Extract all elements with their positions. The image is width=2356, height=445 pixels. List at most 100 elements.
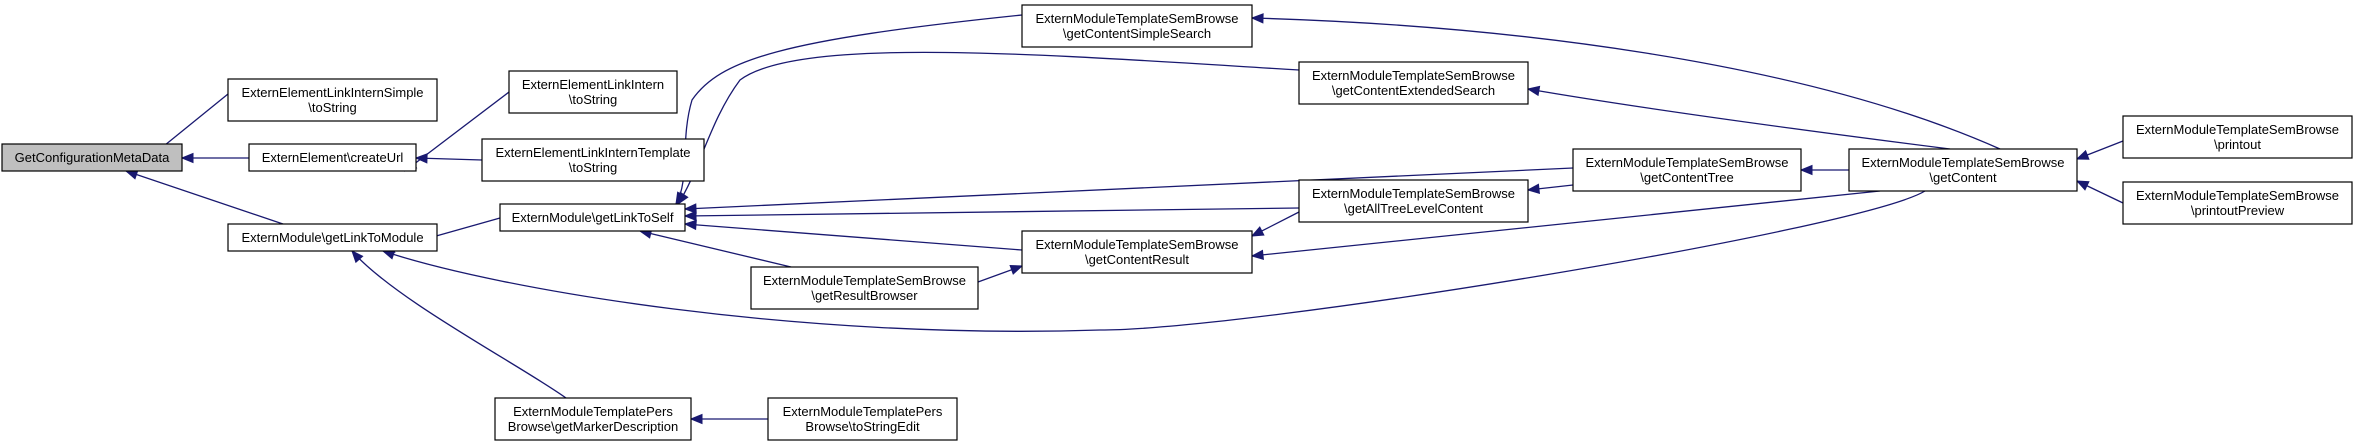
graph-node-n15[interactable]: ExternModuleTemplateSemBrowse\getContent (1848, 148, 2078, 192)
arrowhead (683, 203, 697, 214)
node-label: ExternModuleTemplateSemBrowse (1312, 68, 1515, 83)
edge-n2-to-n0 (180, 152, 249, 164)
arrowhead (1250, 249, 1264, 261)
node-label: ExternModuleTemplateSemBrowse (1312, 186, 1515, 201)
node-box[interactable] (1021, 230, 1253, 274)
node-box[interactable] (2122, 115, 2353, 159)
nodes-layer: GetConfigurationMetaData ExternElementLin… (1, 4, 2353, 441)
node-label: GetConfigurationMetaData (15, 150, 170, 165)
node-label: \getContentSimpleSearch (1063, 26, 1211, 41)
graph-node-n4[interactable]: ExternElementLinkIntern\toString (508, 70, 678, 114)
node-label: ExternModule\getLinkToModule (241, 230, 423, 245)
node-label: \toString (569, 160, 617, 175)
arrowhead (2075, 180, 2090, 191)
node-box[interactable] (494, 397, 692, 441)
graph-node-n16[interactable]: ExternModuleTemplateSemBrowse\printout (2122, 115, 2353, 159)
node-box[interactable] (499, 203, 686, 232)
arrowhead (414, 153, 428, 164)
arrowhead (1526, 183, 1541, 194)
edge-n11-to-n6 (683, 207, 1300, 222)
node-box[interactable] (481, 138, 705, 182)
arrowhead (677, 191, 689, 206)
node-box[interactable] (227, 78, 438, 122)
edge-n3-to-n0 (124, 169, 284, 225)
graph-node-n14[interactable]: ExternModuleTemplateSemBrowse\getContent… (1572, 148, 1802, 192)
edge-n13-to-n6 (638, 228, 792, 268)
arrowhead (1009, 265, 1024, 275)
node-label: ExternModuleTemplateSemBrowse (1035, 11, 1238, 26)
graph-node-n13[interactable]: ExternModuleTemplateSemBrowse\getResultB… (750, 266, 979, 310)
node-box[interactable] (750, 266, 979, 310)
node-box[interactable] (2122, 181, 2353, 225)
graph-node-n1[interactable]: ExternElementLinkInternSimple\toString (227, 78, 438, 122)
graph-node-n2[interactable]: ExternElement\createUrl (248, 143, 417, 172)
node-box[interactable] (1848, 148, 2078, 192)
node-label: \getContent (1929, 170, 1997, 185)
node-label: \printoutPreview (2191, 203, 2285, 218)
arrowhead (683, 210, 697, 222)
node-label: ExternElementLinkIntern (522, 77, 664, 92)
node-box[interactable] (1298, 61, 1529, 105)
graph-node-n9[interactable]: ExternModuleTemplateSemBrowse\getContent… (1021, 4, 1253, 48)
node-label: ExternModuleTemplateSemBrowse (1035, 237, 1238, 252)
arrowhead (1526, 85, 1541, 97)
node-box[interactable] (1, 143, 183, 172)
node-label: ExternModuleTemplateSemBrowse (1861, 155, 2064, 170)
node-label: \printout (2214, 137, 2261, 152)
edge-n9-to-n6 (675, 14, 1023, 206)
edge-n15-to-n10 (1526, 85, 1951, 150)
arrowhead (683, 219, 697, 231)
node-box[interactable] (508, 70, 678, 114)
node-label: ExternElementLinkInternSimple (241, 85, 423, 100)
edge-n14-to-n6 (683, 167, 1574, 214)
node-label: Browse\toStringEdit (805, 419, 920, 434)
graph-node-n6[interactable]: ExternModule\getLinkToSelf (499, 203, 686, 232)
edge-n17-to-n15 (2075, 180, 2124, 204)
graph-node-n11[interactable]: ExternModuleTemplateSemBrowse\getAllTree… (1298, 179, 1529, 223)
arrowhead (2075, 149, 2090, 160)
edge-n10-to-n6 (677, 51, 1300, 206)
node-label: \getContentExtendedSearch (1332, 83, 1495, 98)
graph-node-n5[interactable]: ExternElementLinkInternTemplate\toString (481, 138, 705, 182)
edge-n12-to-n6 (683, 219, 1023, 251)
graph-node-n7[interactable]: ExternModuleTemplatePersBrowse\getMarker… (494, 397, 692, 441)
node-label: ExternModuleTemplateSemBrowse (2136, 188, 2339, 203)
node-label: \toString (569, 92, 617, 107)
node-label: ExternModuleTemplateSemBrowse (1585, 155, 1788, 170)
node-box[interactable] (1572, 148, 1802, 192)
edge-n15-to-n12 (1250, 190, 1881, 261)
node-box[interactable] (1298, 179, 1529, 223)
graph-node-n0[interactable]: GetConfigurationMetaData (1, 143, 183, 172)
node-box[interactable] (227, 223, 438, 252)
graph-node-n8[interactable]: ExternModuleTemplatePersBrowse\toStringE… (767, 397, 958, 441)
node-box[interactable] (248, 143, 417, 172)
node-box[interactable] (1021, 4, 1253, 48)
node-label: \getContentResult (1085, 252, 1189, 267)
graph-node-n12[interactable]: ExternModuleTemplateSemBrowse\getContent… (1021, 230, 1253, 274)
edge-n11-to-n12 (1250, 211, 1300, 237)
arrowhead (1799, 164, 1813, 176)
arrowhead (1250, 226, 1265, 237)
edge-n15-to-n14 (1799, 164, 1849, 176)
edge-n7-to-n3 (351, 250, 567, 399)
node-label: Browse\getMarkerDescription (508, 419, 679, 434)
graph-node-n10[interactable]: ExternModuleTemplateSemBrowse\getContent… (1298, 61, 1529, 105)
edge-n8-to-n7 (689, 413, 768, 425)
node-label: ExternModuleTemplateSemBrowse (2136, 122, 2339, 137)
edge-n15-to-n9 (1250, 13, 2001, 150)
node-label: ExternElementLinkInternTemplate (495, 145, 690, 160)
node-label: \getAllTreeLevelContent (1344, 201, 1483, 216)
edges-layer (124, 13, 2124, 425)
graph-node-n17[interactable]: ExternModuleTemplateSemBrowse\printoutPr… (2122, 181, 2353, 225)
node-label: ExternModuleTemplatePers (513, 404, 673, 419)
graph-node-n3[interactable]: ExternModule\getLinkToModule (227, 223, 438, 252)
edge-n14-to-n11 (1526, 183, 1574, 194)
node-box[interactable] (767, 397, 958, 441)
node-label: ExternModuleTemplatePers (783, 404, 943, 419)
node-label: ExternElement\createUrl (262, 150, 404, 165)
arrowhead (180, 152, 194, 164)
arrowhead (351, 250, 364, 264)
edge-n16-to-n15 (2075, 140, 2124, 160)
arrowhead (689, 413, 703, 425)
